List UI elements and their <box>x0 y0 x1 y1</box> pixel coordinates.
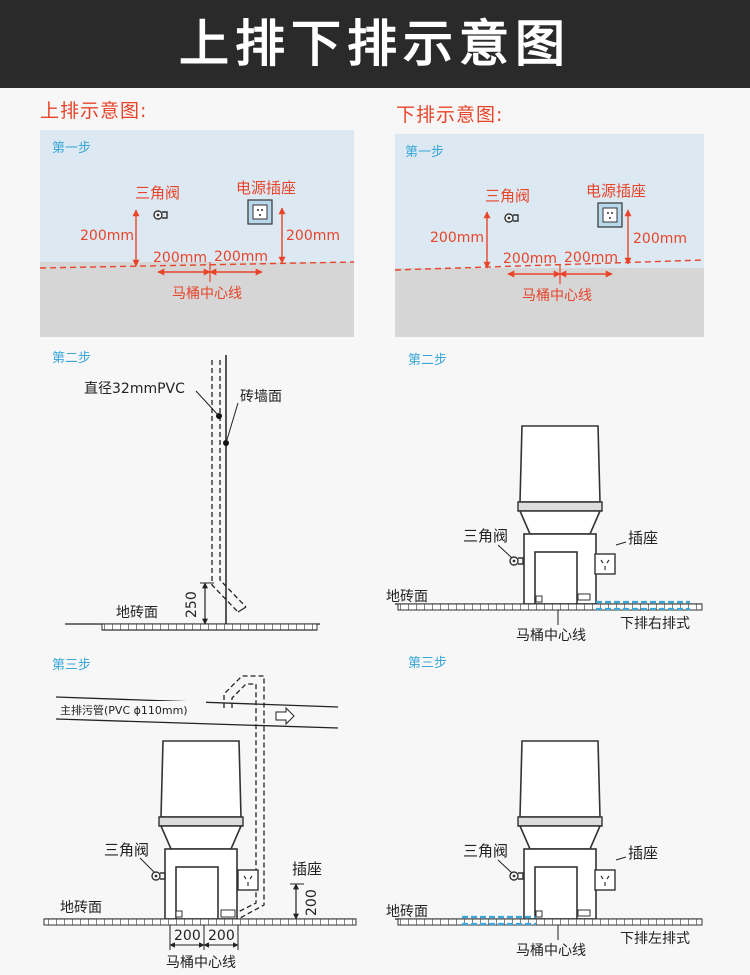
lower-step2-valve-label: 三角阀 <box>463 527 508 545</box>
lower-step3-label: 第三步 <box>408 656 447 671</box>
upper-step2-diagram: 第二步 直径32mmPVC 砖墙面 250 地砖面 <box>52 351 320 631</box>
lower-step1-valve-height: 200mm <box>430 230 484 246</box>
lower-step2-floor-label: 地砖面 <box>386 589 428 605</box>
upper-step1-valve-label: 三角阀 <box>135 184 180 202</box>
lower-step1-offset-right: 200mm <box>564 250 618 266</box>
lower-step1-offset-left: 200mm <box>503 251 557 267</box>
upper-step2-floor-label: 地砖面 <box>116 605 158 621</box>
lower-step3-diagram: 第三步 三角阀 插座 地砖面 马桶中心线 下排左排式 <box>386 656 703 959</box>
upper-step1-socket-icon <box>247 199 273 225</box>
lower-step1-valve-label: 三角阀 <box>485 187 530 205</box>
main-sewer-pipe-label: 主排污管(PVC ϕ110mm) <box>60 703 188 717</box>
upper-step2-label: 第二步 <box>52 351 91 366</box>
upper-step1-offset-right: 200mm <box>214 249 268 265</box>
lower-step3-floor-label: 地砖面 <box>386 904 428 920</box>
upper-step3-offset-right: 200 <box>208 928 235 944</box>
upper-step3-socket-icon <box>237 869 259 891</box>
lower-step2-drain-type: 下排右排式 <box>620 616 690 632</box>
lower-step1-centerline: 马桶中心线 <box>522 288 592 304</box>
upper-step3-valve-label: 三角阀 <box>104 841 149 859</box>
upper-step3-floor-label: 地砖面 <box>60 900 102 916</box>
lower-drain-section-title: 下排示意图: <box>396 104 504 126</box>
lower-step2-socket-label: 插座 <box>628 529 658 547</box>
upper-step1-panel: 第一步 三角阀 电源插座 200mm 200mm 200mm 200mm 马桶中… <box>39 130 355 337</box>
upper-step1-socket-label: 电源插座 <box>236 179 296 197</box>
lower-step3-drain-type: 下排左排式 <box>620 931 690 947</box>
upper-step1-valve-height: 200mm <box>80 228 134 244</box>
lower-step3-socket-label: 插座 <box>628 844 658 862</box>
lower-step3-valve-label: 三角阀 <box>463 842 508 860</box>
lower-step3-valve-icon <box>509 871 524 881</box>
lower-step2-centerline: 马桶中心线 <box>516 628 586 644</box>
lower-step2-toilet <box>517 425 603 605</box>
upper-step1-centerline: 马桶中心线 <box>172 286 242 302</box>
lower-step3-toilet <box>517 740 603 920</box>
lower-step1-socket-label: 电源插座 <box>586 182 646 200</box>
pvc-pipe-label: 直径32mmPVC <box>84 380 185 397</box>
upper-step2-height: 250 <box>184 591 200 618</box>
lower-step1-panel: 第一步 三角阀 电源插座 200mm 200mm 200mm 200mm 马桶中… <box>394 134 705 337</box>
upper-step1-label: 第一步 <box>52 141 91 156</box>
lower-step1-socket-height: 200mm <box>633 231 687 247</box>
upper-step3-label: 第三步 <box>52 658 91 673</box>
upper-step3-toilet <box>158 740 244 920</box>
upper-step1-socket-height: 200mm <box>286 228 340 244</box>
lower-step3-centerline: 马桶中心线 <box>516 943 586 959</box>
lower-step2-label: 第二步 <box>408 353 447 368</box>
lower-step1-socket-icon <box>597 202 623 228</box>
lower-step3-socket-icon <box>594 869 616 891</box>
upper-step3-valve-icon <box>151 871 166 881</box>
upper-step3-offset-left: 200 <box>174 928 201 944</box>
page-banner-title: 上排下排示意图 <box>0 0 750 88</box>
lower-step2-socket-icon <box>594 553 616 575</box>
lower-step2-diagram: 第二步 三角阀 插座 地砖面 马桶中心线 下排右排式 <box>386 353 703 644</box>
upper-step3-socket-label: 插座 <box>292 860 322 878</box>
upper-step3-diagram: 第三步 主排污管(PVC ϕ110mm) 三角阀 插座 200 地砖面 200 … <box>43 658 357 971</box>
lower-step2-valve-icon <box>509 556 524 566</box>
lower-step1-label: 第一步 <box>405 145 444 160</box>
upper-step3-height: 200 <box>304 889 320 916</box>
upper-step1-offset-left: 200mm <box>153 250 207 266</box>
upper-drain-section-title: 上排示意图: <box>40 100 148 122</box>
brick-wall-label: 砖墙面 <box>240 389 282 405</box>
upper-step3-centerline: 马桶中心线 <box>166 955 236 971</box>
